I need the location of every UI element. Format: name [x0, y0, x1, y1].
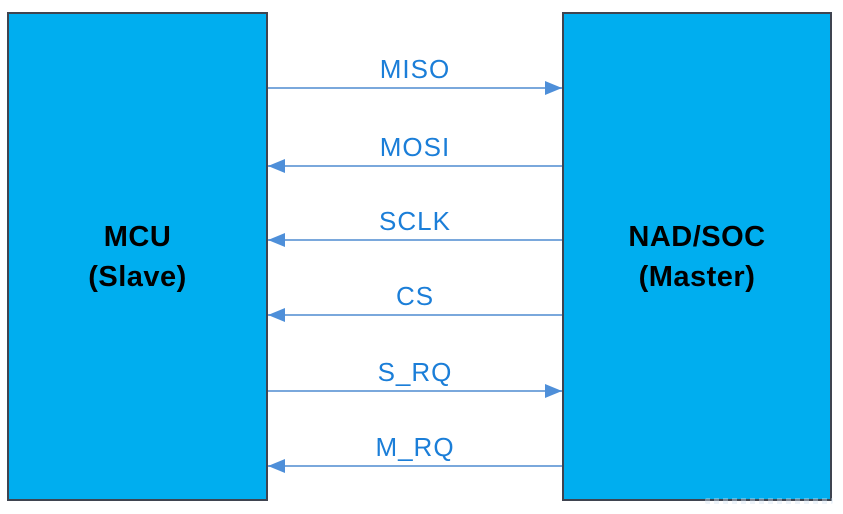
arrowhead-left-icon — [268, 159, 285, 173]
nad-soc-master-title: NAD/SOC (Master) — [628, 217, 765, 297]
nad-soc-master-title-line1: NAD/SOC — [628, 220, 766, 253]
mcu-slave-box: MCU (Slave) — [7, 12, 268, 501]
signal-mosi: MOSI — [268, 115, 562, 175]
signal-m-rq-label: M_RQ — [375, 432, 455, 462]
mcu-slave-title-line1: MCU — [103, 220, 172, 253]
signal-m-rq-line — [268, 465, 562, 467]
nad-soc-master-box: NAD/SOC (Master) — [562, 12, 832, 501]
signal-mosi-line — [268, 165, 562, 167]
signal-m-rq: M_RQ — [268, 415, 562, 475]
arrowhead-right-icon — [545, 81, 562, 95]
signal-s-rq: S_RQ — [268, 340, 562, 400]
arrowhead-left-icon — [268, 233, 285, 247]
watermark — [705, 498, 833, 504]
signal-s-rq-line — [268, 390, 562, 392]
signal-mosi-label: MOSI — [379, 132, 451, 162]
signal-cs-line — [268, 314, 562, 316]
mcu-slave-title-line2: (Slave) — [88, 260, 187, 293]
signal-cs-label: CS — [395, 281, 435, 311]
arrowhead-left-icon — [268, 308, 285, 322]
signal-cs: CS — [268, 264, 562, 324]
signal-miso-label: MISO — [379, 54, 451, 84]
signal-sclk: SCLK — [268, 189, 562, 249]
arrowhead-left-icon — [268, 459, 285, 473]
signal-miso: MISO — [268, 37, 562, 97]
signal-s-rq-label: S_RQ — [377, 357, 453, 387]
signal-miso-line — [268, 87, 562, 89]
nad-soc-master-title-line2: (Master) — [638, 260, 756, 293]
signal-sclk-label: SCLK — [379, 206, 451, 236]
signal-sclk-line — [268, 239, 562, 241]
mcu-slave-title: MCU (Slave) — [88, 217, 187, 297]
arrowhead-right-icon — [545, 384, 562, 398]
